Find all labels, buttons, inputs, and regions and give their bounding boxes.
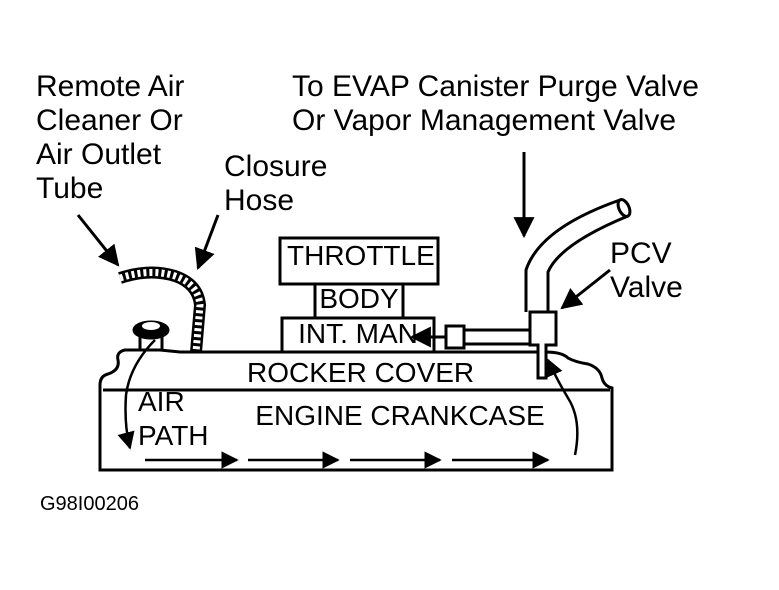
evap-hose [524,198,632,312]
pcv-valve [444,310,558,380]
air-path-label-line2: PATH [138,420,209,451]
evap-label-line1: To EVAP Canister Purge Valve [292,70,699,103]
closure-hose-label-line2: Hose [224,184,295,217]
throttle-body-label-line2: BODY [319,283,399,314]
pcv-valve-label-line1: PCV [610,237,672,270]
oil-filler-cap [132,320,170,352]
closure-hose [118,266,207,353]
closure-hose-label-line1: Closure [224,150,328,183]
air-path-label-line1: AIR [138,386,185,417]
throttle-body [278,236,440,320]
remote-air-label-line3: Air Outlet [36,138,162,171]
rocker-cover-label: ROCKER COVER [247,357,475,388]
engine-crankcase-label: ENGINE CRANKCASE [255,400,545,431]
throttle-body-label-line1: THROTTLE [287,240,435,271]
remote-air-label-line4: Tube [36,172,104,205]
pcv-valve-label-line2: Valve [610,271,683,304]
figure-id: G98I00206 [40,493,139,515]
intake-manifold-label: INT. MAN [298,318,418,349]
engine-crankcase [98,348,614,472]
remote-air-label-line2: Cleaner Or [36,104,183,137]
remote-air-label-line1: Remote Air [36,70,185,103]
air-path-arrows [117,339,579,469]
intake-manifold [280,316,436,354]
evap-label-line2: Or Vapor Management Valve [292,104,677,137]
leader-arrows [76,152,611,348]
